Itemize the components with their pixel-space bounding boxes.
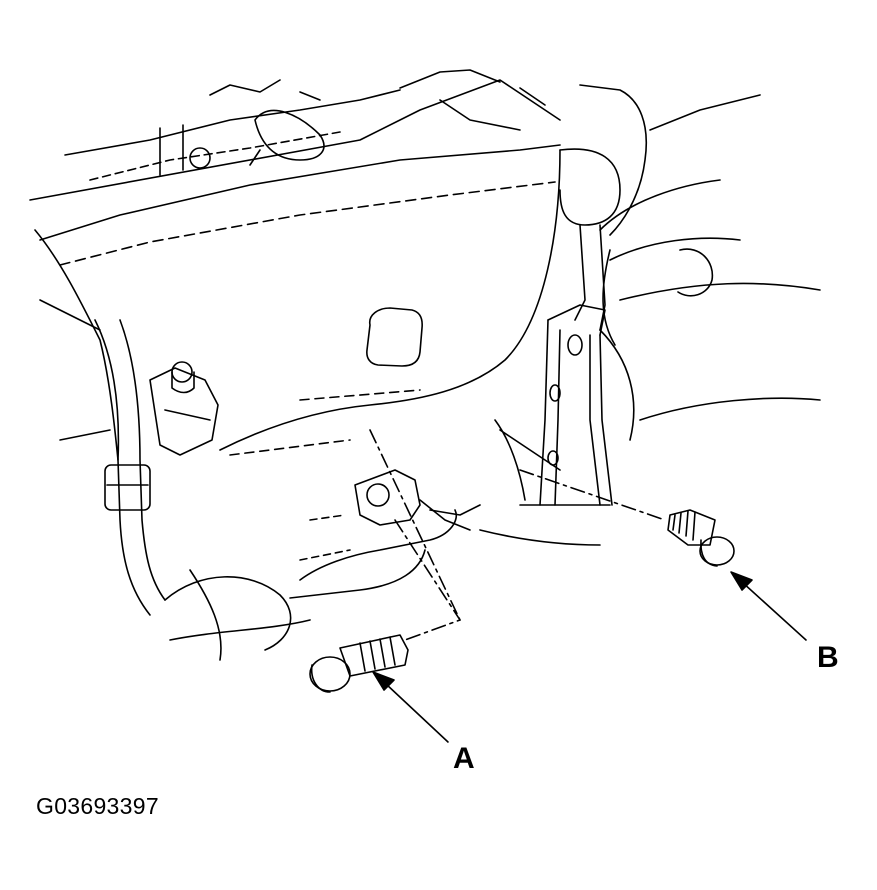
right-frame — [579, 84, 821, 441]
callout-label-a: A — [453, 742, 475, 775]
arrow-b — [730, 571, 807, 641]
arrow-a — [372, 671, 449, 743]
engine-head — [29, 69, 561, 266]
lower-mount — [164, 469, 601, 661]
mount-bracket — [494, 224, 613, 506]
left-hose-assembly — [59, 319, 219, 616]
callout-label-b: B — [817, 641, 839, 674]
figure-id: G03693397 — [36, 793, 159, 819]
bolt-a — [309, 634, 409, 693]
bolt-b — [667, 509, 735, 567]
leader-lines — [369, 429, 666, 641]
engine-block — [34, 148, 621, 461]
